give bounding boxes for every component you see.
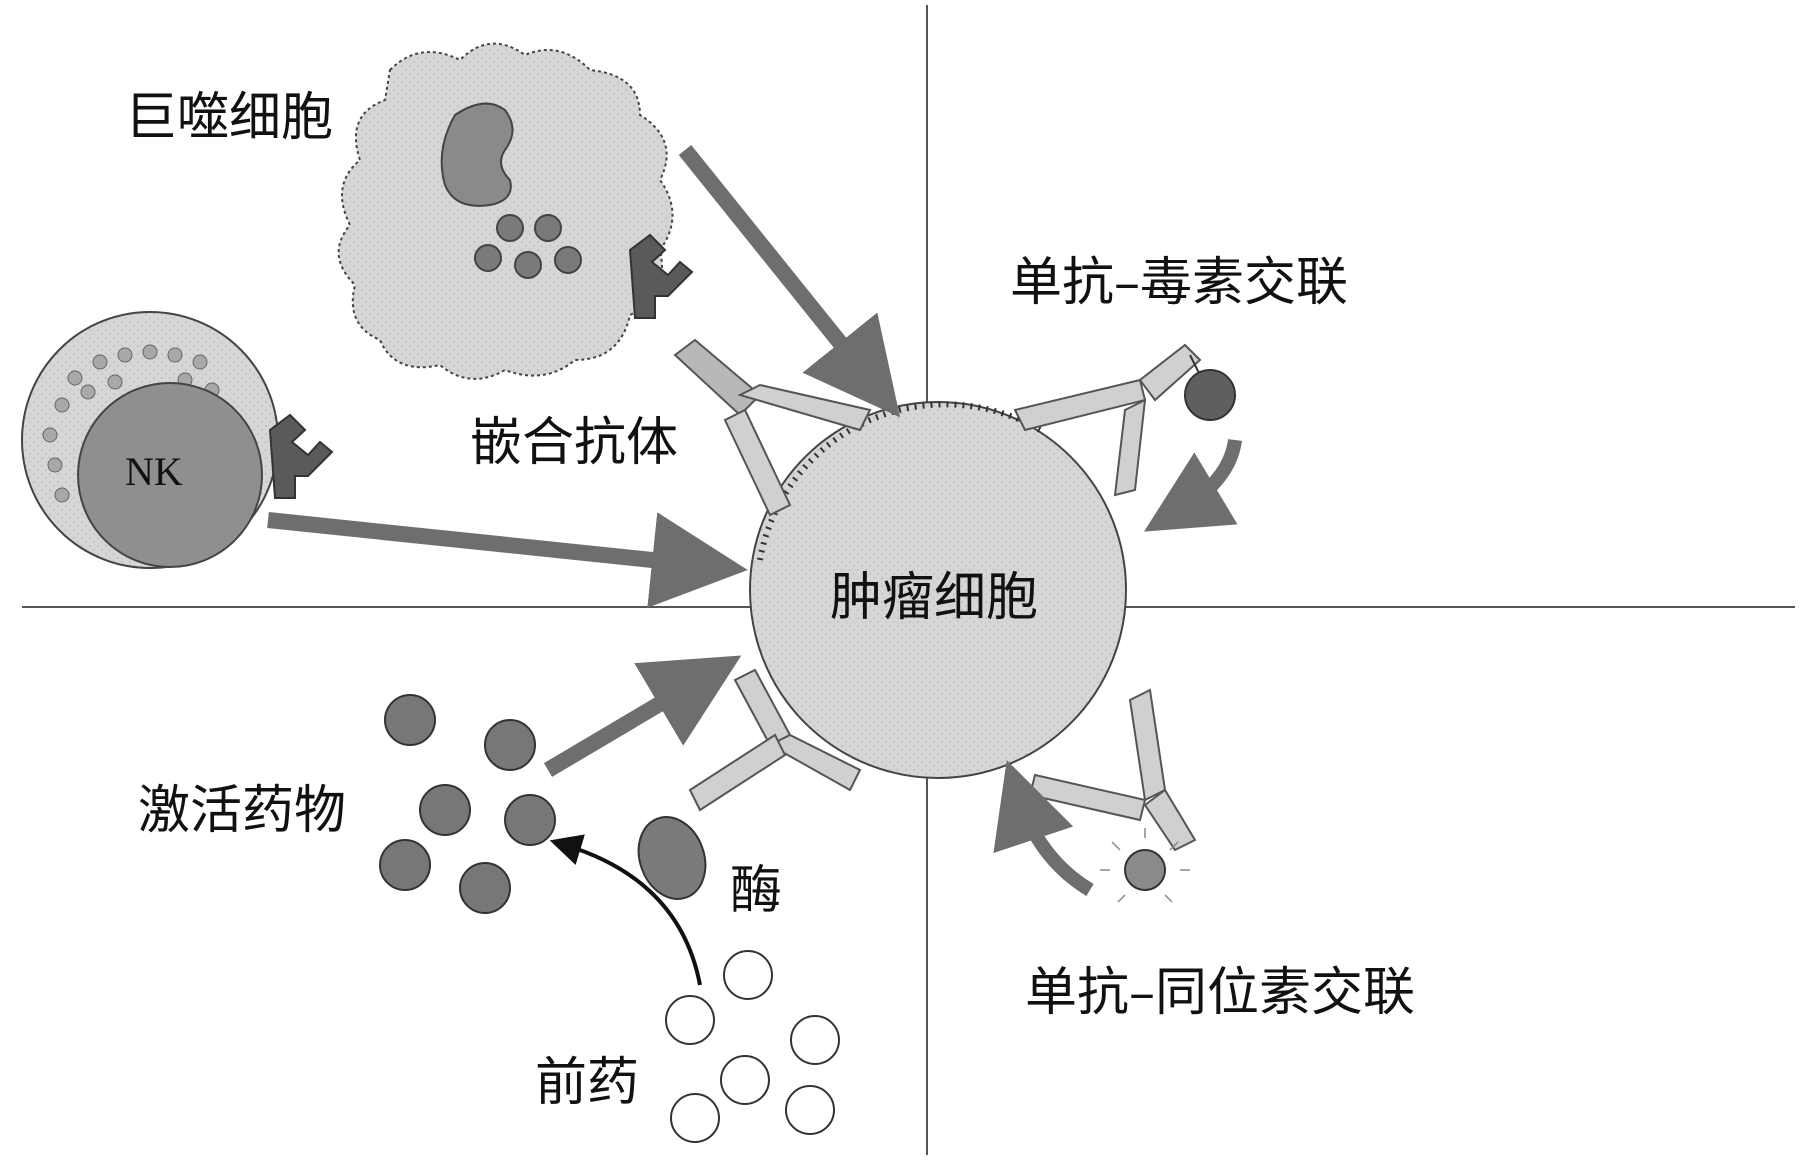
prodrug-label: 前药 (535, 1053, 639, 1113)
toxin-arrow (1143, 438, 1242, 532)
mab-toxin-antibody (1013, 343, 1206, 497)
toxin-molecule (1184, 369, 1236, 421)
tumor-cell-label: 肿瘤细胞 (830, 568, 1038, 628)
nk-arrow (267, 512, 748, 608)
chimeric-antibody-label: 嵌合抗体 (470, 413, 678, 473)
isotope-arrow (993, 760, 1094, 897)
macrophage-label: 巨噬细胞 (125, 88, 333, 148)
radiation-rays (1100, 828, 1190, 903)
isotope-molecule (1124, 849, 1166, 891)
granule (474, 244, 502, 272)
tumor-cell (749, 401, 1127, 779)
macrophage-fc-receptor (628, 233, 694, 319)
mab-toxin-label: 单抗–毒素交联 (1010, 253, 1348, 313)
activated-drug-molecules (379, 694, 556, 914)
nk-label: NK (125, 449, 183, 494)
activated-drug-arrow (543, 655, 742, 777)
prodrug-molecules (665, 950, 840, 1143)
activated-drug-label: 激活药物 (138, 781, 346, 841)
enzyme (637, 816, 707, 900)
granule (514, 251, 542, 279)
enzyme-label: 酶 (730, 861, 782, 921)
macrophage-arrow (678, 144, 901, 418)
nk-granules (42, 344, 220, 503)
macrophage-cell (337, 42, 694, 380)
prodrug-activation-arrow (549, 834, 702, 986)
enzyme-antibody (688, 668, 862, 812)
nk-fc-receptor (268, 413, 334, 499)
granule (554, 246, 582, 274)
mab-isotope-label: 单抗–同位素交联 (1025, 963, 1415, 1023)
granule (496, 214, 524, 242)
nk-cell (21, 311, 334, 569)
macrophage-nucleus (440, 102, 514, 207)
nk-nucleus (77, 382, 263, 568)
granule (534, 214, 562, 242)
